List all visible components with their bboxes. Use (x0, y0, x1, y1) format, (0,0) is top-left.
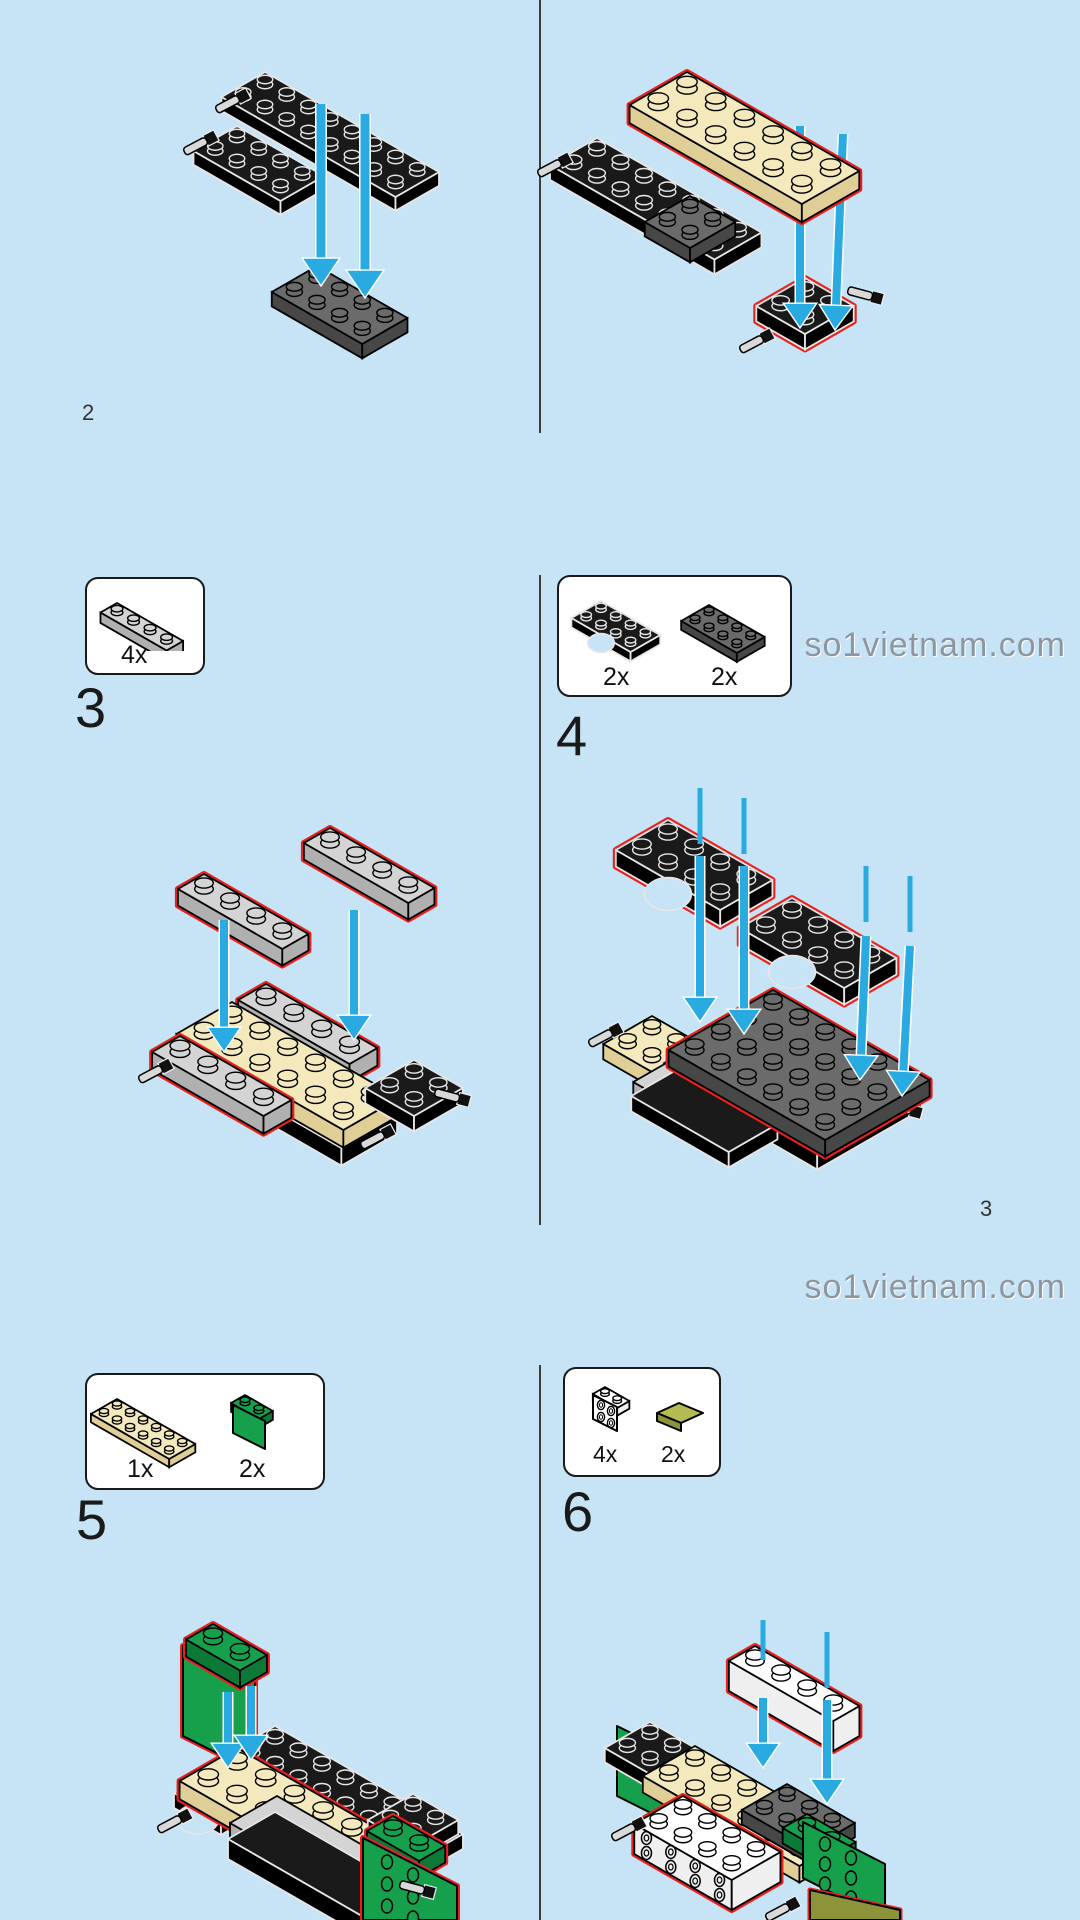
part-quantity: 2x (603, 663, 630, 691)
step-number-6: 6 (562, 1480, 594, 1543)
assembly-diagram-step3 (137, 825, 473, 1168)
step-number-5: 5 (76, 1488, 108, 1551)
watermark: so1vietnam.com (804, 1268, 1066, 1306)
column-divider-bottom (539, 1365, 541, 1920)
assembly-diagram-tan-plate-onto-black-part (536, 69, 886, 354)
parts-callout-step5: 1x 2x (85, 1373, 325, 1490)
part-quantity: 1x (127, 1455, 154, 1483)
part-quantity: 2x (239, 1455, 266, 1483)
step-number-4: 4 (556, 704, 588, 767)
parts-callout-step3: 4x (85, 577, 205, 675)
assembly-diagram-step5 (156, 1621, 464, 1920)
assembly-diagram-step4 (587, 788, 933, 1172)
part-icons-white-bracket-and-olive-slope (591, 1386, 704, 1432)
page-number: 2 (82, 400, 95, 425)
part-quantity: 4x (593, 1441, 618, 1467)
watermark: so1vietnam.com (804, 626, 1066, 664)
assembly-diagram-step6 (603, 1620, 903, 1920)
parts-callout-step4: 2x 2x (557, 575, 792, 697)
step-number-3: 3 (75, 676, 107, 739)
page-number: 3 (980, 1196, 993, 1221)
part-quantity: 4x (121, 641, 148, 669)
column-divider-top (539, 0, 541, 433)
part-icons-black-mudguard-and-dark-gray-plate (570, 600, 766, 664)
part-quantity: 2x (711, 663, 738, 691)
part-icons-tan-plate-and-green-bracket (90, 1394, 274, 1469)
part-icon-light-gray-1x4-plate (99, 602, 185, 651)
part-quantity: 2x (661, 1441, 686, 1467)
assembly-diagram-black-base-onto-gray-plate (182, 71, 440, 360)
parts-callout-step6: 4x 2x (563, 1367, 721, 1477)
column-divider-middle (539, 575, 541, 1225)
